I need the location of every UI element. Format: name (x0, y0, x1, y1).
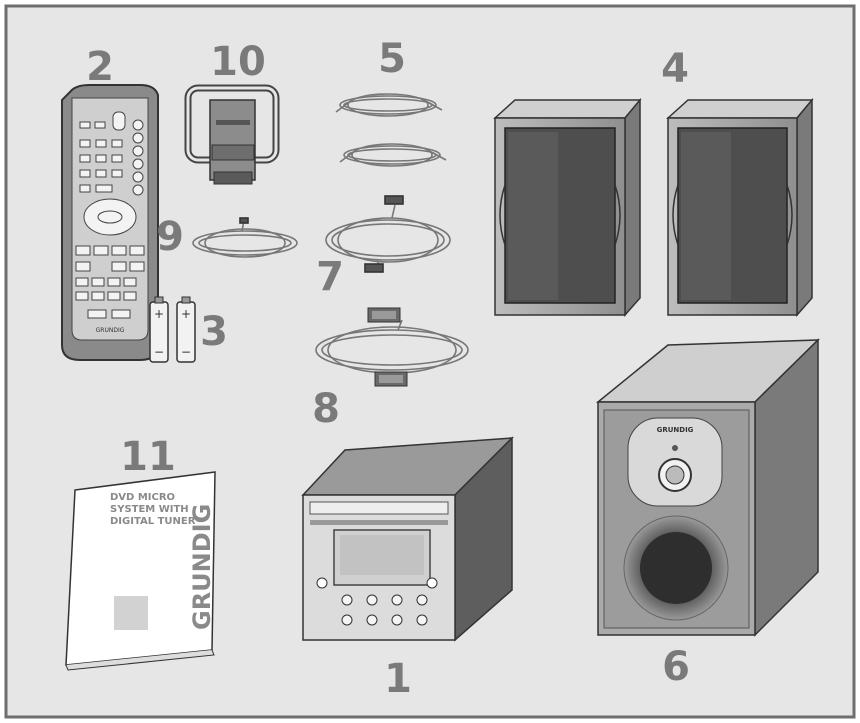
am-loop-antenna (184, 84, 280, 185)
manual-brand: GRUNDIG (188, 504, 216, 630)
label-6: 6 (662, 644, 690, 690)
manual-title-line3: DIGITAL TUNER (110, 516, 196, 527)
battery-minus-2: − (181, 345, 191, 359)
fm-antenna-wire (192, 217, 298, 258)
label-1: 1 (384, 656, 412, 702)
instruction-manual: DVD MICRO SYSTEM WITH DIGITAL TUNER GRUN… (65, 471, 216, 671)
label-5: 5 (378, 36, 406, 82)
label-7: 7 (316, 254, 344, 300)
battery-plus-2: + (181, 307, 191, 321)
label-3: 3 (200, 309, 228, 355)
label-2: 2 (86, 44, 114, 90)
remote-control: GRUNDIG (61, 84, 159, 361)
battery-minus-1: − (154, 345, 164, 359)
remote-brand: GRUNDIG (96, 327, 125, 334)
battery-plus-1: + (154, 307, 164, 321)
speaker-left (493, 97, 642, 317)
label-8: 8 (312, 386, 340, 432)
label-11: 11 (120, 434, 176, 480)
speaker-right (666, 97, 814, 317)
label-9: 9 (156, 214, 184, 260)
speaker-cables (335, 93, 447, 167)
subwoofer-brand: GRUNDIG (657, 426, 694, 434)
scart-cable (315, 307, 469, 387)
batteries: + − + − (149, 296, 196, 363)
manual-title-line2: SYSTEM WITH (110, 504, 189, 515)
audio-cable (325, 195, 451, 273)
label-4: 4 (661, 46, 689, 92)
label-10: 10 (210, 39, 266, 85)
subwoofer: GRUNDIG (595, 338, 820, 637)
main-unit (301, 436, 514, 642)
manual-title-line1: DVD MICRO (110, 492, 175, 503)
